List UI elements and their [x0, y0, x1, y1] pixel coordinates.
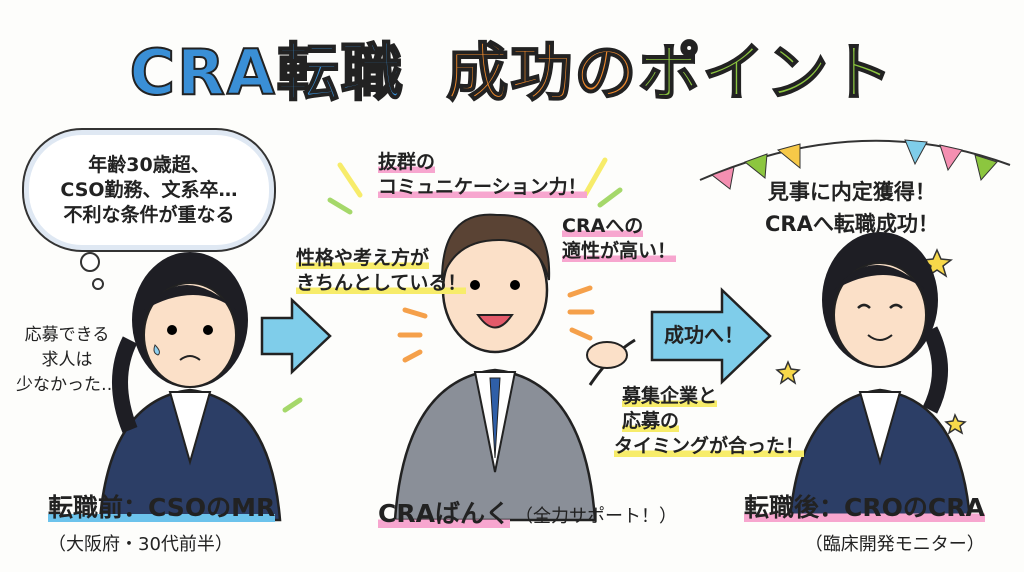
success-banner: 見事に内定獲得！ CRAへ転職成功！ [765, 180, 939, 236]
arrow-right-icon [260, 297, 332, 375]
before-side-note: 応募できる 求人は 少なかった… [16, 325, 118, 395]
success-arrow-label: 成功へ！ [664, 323, 744, 347]
bunting-decoration [699, 139, 1011, 190]
success-arrow [650, 287, 772, 385]
after-caption: 転職後：CROのCRA （臨床開発モニター） [744, 493, 985, 555]
point-aptitude: CRAへの 適性が高い！ [562, 215, 677, 262]
person-after [788, 232, 972, 522]
point-communication: 抜群の コミュニケーション力！ [378, 151, 587, 198]
point-personality: 性格や考え方が きちんとしている！ [296, 247, 467, 294]
page-title: CRA転職 成功のポイント [129, 35, 895, 110]
point-timing: 募集企業と 応募の タイミングが合った！ [614, 385, 805, 457]
middle-caption: CRAばんく （全力サポート！） [378, 499, 678, 528]
before-caption: 転職前：CSOのMR （大阪府・30代前半） [48, 493, 276, 555]
thought-bubble: 年齢30歳超、 CSO勤務、文系卒… 不利な条件が重なる [22, 128, 276, 252]
person-cra-advisor [393, 213, 636, 522]
person-before [98, 252, 282, 522]
